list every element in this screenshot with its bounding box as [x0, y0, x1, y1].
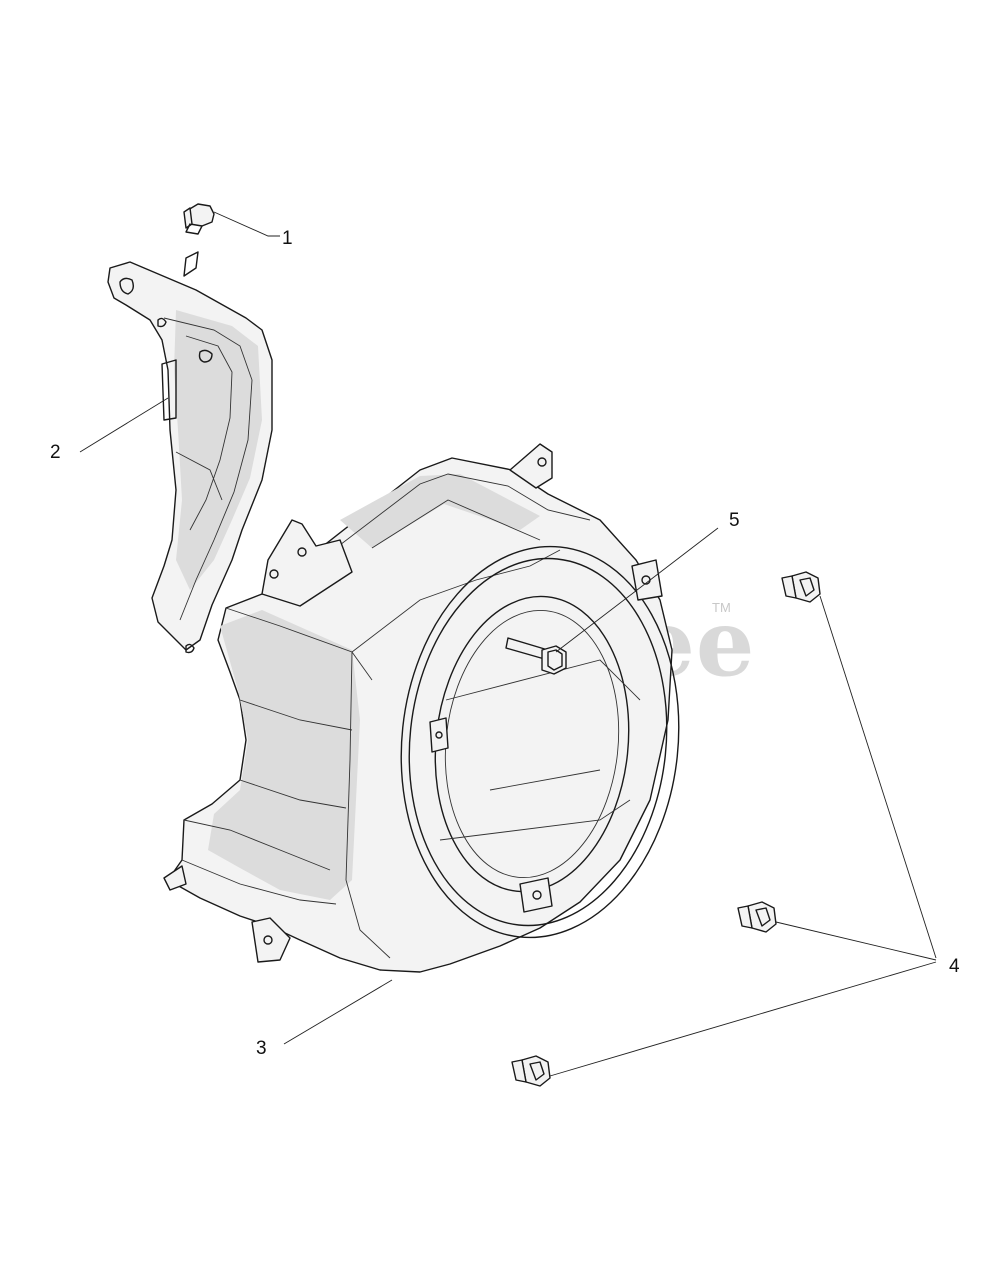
callout-5: 5 [729, 510, 740, 531]
leader-4a [819, 595, 937, 959]
leader-4c [549, 961, 937, 1077]
part-5-bolt [505, 637, 567, 675]
part-4-bolt-b [737, 901, 777, 933]
leader-lines [79, 211, 937, 1077]
leader-4b [775, 921, 937, 961]
leader-1 [213, 211, 280, 237]
part-2-air-guide [107, 251, 273, 654]
callout-3: 3 [256, 1038, 267, 1059]
part-4-bolt-c [511, 1055, 551, 1087]
leader-5 [555, 527, 719, 653]
leader-2 [79, 397, 169, 453]
part-3-blower-housing [163, 443, 680, 973]
watermark-trademark: TM [712, 600, 731, 615]
callout-1: 1 [282, 228, 293, 249]
part-1-bolt [183, 203, 215, 235]
callout-4: 4 [949, 956, 960, 977]
leader-3 [283, 979, 393, 1045]
callout-2: 2 [50, 442, 61, 463]
part-4-bolt-a [781, 571, 821, 603]
